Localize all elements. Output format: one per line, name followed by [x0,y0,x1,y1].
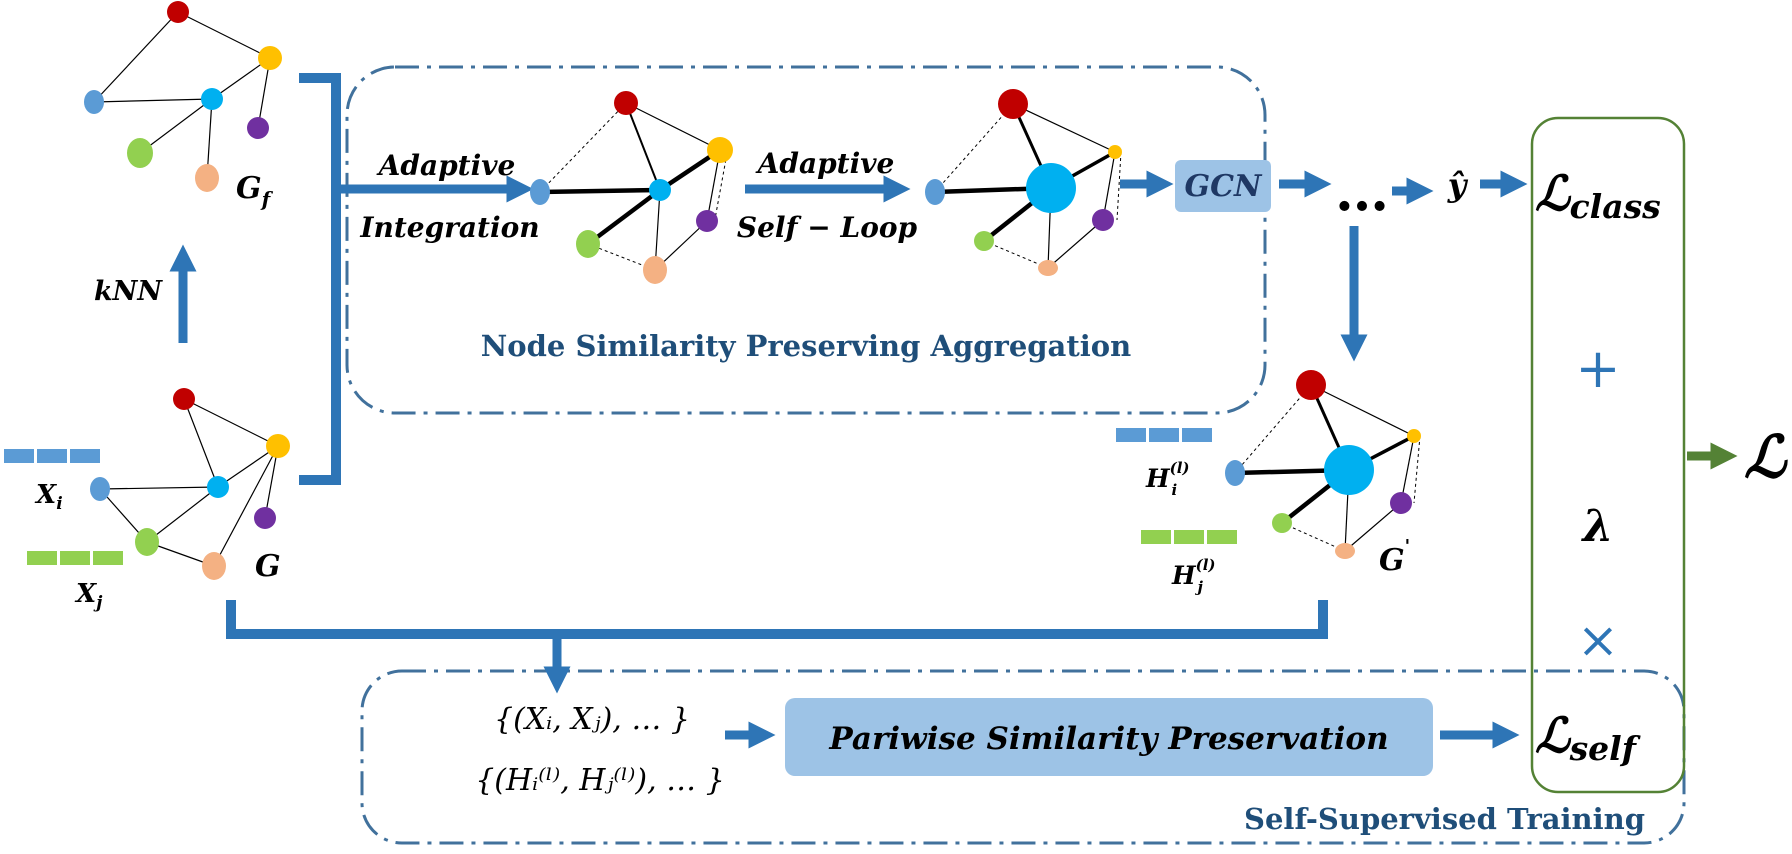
label-xi: Xi [34,480,63,514]
label-self-loop: Self − Loop [737,211,918,244]
times-sign: × [1577,611,1619,669]
merge-bracket [299,73,341,485]
label-yhat: ŷ [1447,166,1469,204]
pairwise-box [785,698,1433,776]
bottom-connector [226,600,1328,639]
graph-gf [84,1,282,192]
gcn-label: GCN [1185,169,1263,204]
sst-title: Self-Supervised Training [1244,802,1645,836]
label-hi: H(l)i [1145,459,1190,499]
feature-xi [4,449,100,463]
graph-integrated [530,91,733,284]
l-self: ℒself [1535,708,1641,768]
gcn-box [1175,160,1271,212]
nspa-title: Node Similarity Preserving Aggregation [481,329,1131,363]
label-g-prime: G' [1379,536,1410,578]
label-g: G [255,549,281,584]
sst-box [360,669,1686,845]
feature-xj [27,551,123,565]
label-adaptive-2: Adaptive [755,147,895,180]
dots: … [1335,159,1389,223]
feature-hj [1141,530,1237,544]
label-hj: H(l)j [1171,556,1216,596]
label-xj: Xj [74,579,103,613]
graph-self-loop [925,89,1122,276]
lambda-sign: λ [1581,501,1614,552]
l-total: ℒ [1744,423,1788,491]
pair-h-set: {(Hᵢ⁽ˡ⁾, Hⱼ⁽ˡ⁾), … } [475,763,725,798]
label-knn: kNN [94,276,163,307]
graph-g-prime [1225,370,1421,559]
label-gf: Gf [236,171,274,211]
feature-hi [1116,428,1212,442]
pairwise-label: Pariwise Similarity Preservation [828,721,1388,757]
label-adaptive-1: Adaptive [376,149,516,182]
loss-box [1530,116,1686,794]
pair-x-set: {(Xᵢ, Xⱼ), … } [494,702,690,737]
label-integration: Integration [359,211,539,244]
plus-sign: + [1575,337,1620,400]
nspa-box [345,65,1267,415]
graph-g [90,388,290,580]
l-class: ℒclass [1535,166,1661,226]
